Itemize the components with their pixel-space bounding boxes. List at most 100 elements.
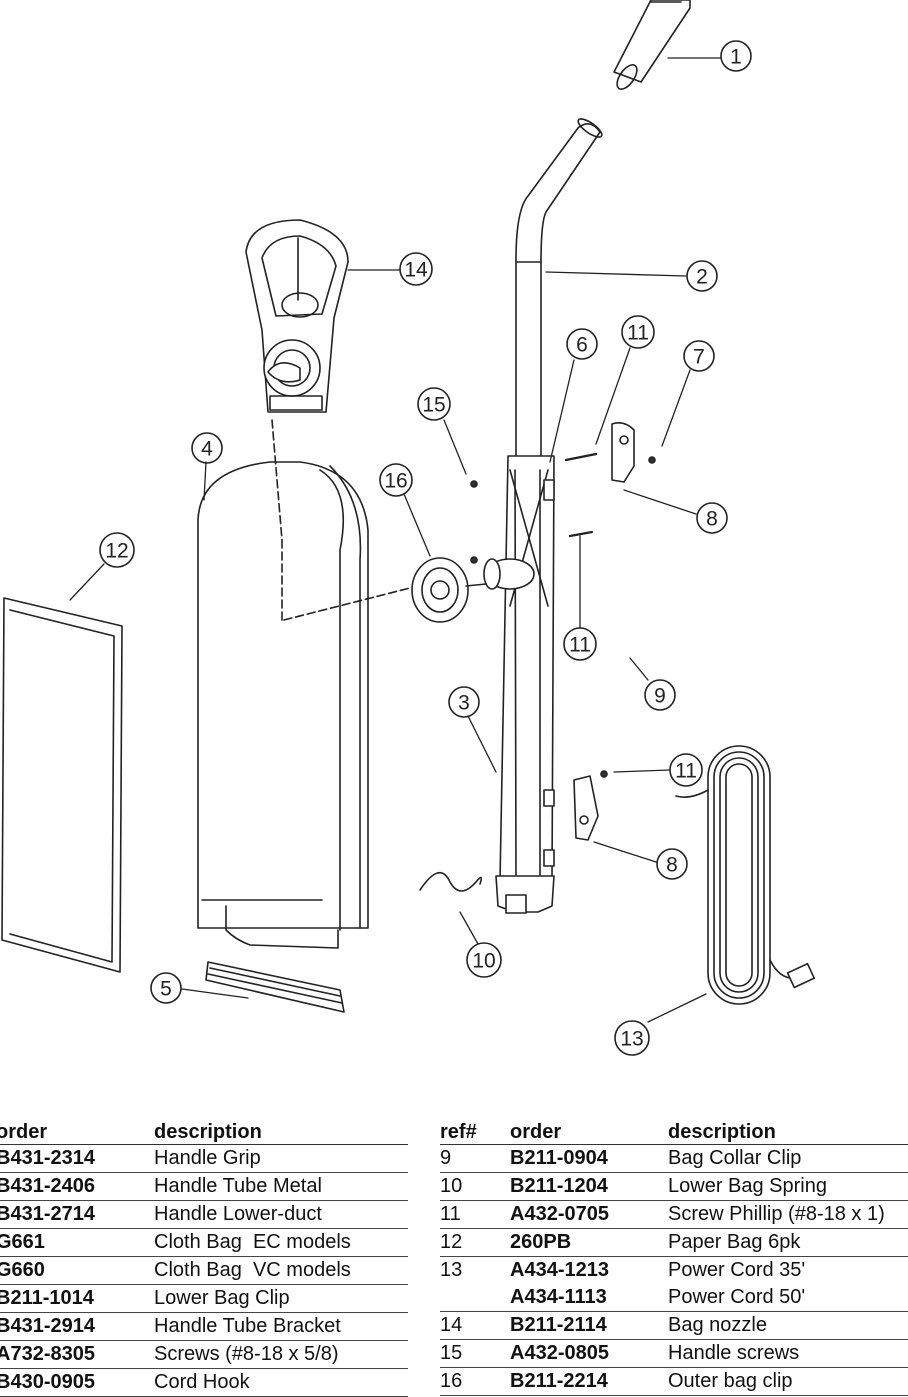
- callout-7: 7: [683, 340, 715, 372]
- callout-8b: 8: [656, 848, 688, 880]
- svg-text:1: 1: [730, 46, 742, 69]
- ref-cell: 10: [440, 1172, 510, 1201]
- part-bag-nozzle: [245, 219, 411, 621]
- ref-cell: 12: [440, 1228, 510, 1257]
- description-cell: Lower Bag Clip: [154, 1284, 408, 1313]
- description-cell: Handle Lower-duct: [154, 1200, 408, 1229]
- part-handle-grip: [613, 0, 691, 90]
- svg-text:14: 14: [404, 259, 428, 282]
- description-cell: Cloth Bag EC models: [154, 1228, 408, 1257]
- order-cell: B211-0904: [510, 1144, 668, 1173]
- order-cell: B211-1204: [510, 1172, 668, 1201]
- callout-11: 11: [621, 315, 655, 349]
- order-cell: A432-0805: [510, 1339, 668, 1368]
- column-header-description: description: [668, 1118, 908, 1145]
- callout-15: 15: [417, 387, 451, 421]
- part-outer-bag-clip: [411, 557, 487, 623]
- part-power-cord: [675, 745, 816, 1005]
- ref-cell: 16: [440, 1367, 510, 1396]
- ref-cell: 9: [440, 1144, 510, 1173]
- table-header-row: ref# order description: [440, 1118, 908, 1145]
- order-cell: B431-2714: [0, 1200, 154, 1229]
- callout-10: 10: [466, 942, 502, 978]
- callout-8: 8: [696, 502, 728, 534]
- callout-9: 9: [644, 679, 676, 711]
- callout-11c: 11: [669, 753, 703, 787]
- svg-text:8: 8: [706, 508, 718, 531]
- order-cell: B431-2314: [0, 1144, 154, 1173]
- column-header-order: order: [510, 1118, 668, 1145]
- order-cell: G661: [0, 1228, 154, 1257]
- leader-lines: [69, 57, 721, 1023]
- column-header-description: description: [154, 1118, 408, 1145]
- ref-cell: 11: [440, 1200, 510, 1229]
- order-cell: A434-1213: [510, 1259, 609, 1281]
- description-cell: Cord Hook: [154, 1368, 408, 1397]
- order-cell: A434-1113: [510, 1284, 668, 1312]
- description-cell: Cloth Bag VC models: [154, 1256, 408, 1285]
- description-cell: Handle screws: [668, 1339, 908, 1368]
- ref-cell: 14: [440, 1311, 510, 1340]
- part-cloth-bag: [197, 461, 369, 949]
- svg-text:15: 15: [422, 394, 445, 417]
- callout-2: 2: [686, 260, 718, 292]
- description-cell: Power Cord 50': [668, 1284, 908, 1312]
- exploded-parts-diagram: 1 2 3 4 5 6 7 8 8 9 10 11 11 11 12 13 14…: [1, 0, 816, 1056]
- callout-1: 1: [720, 40, 752, 72]
- part-lower-duct: [483, 455, 555, 914]
- svg-text:5: 5: [160, 978, 172, 1001]
- part-handle-tube: [515, 118, 603, 461]
- svg-text:13: 13: [620, 1028, 643, 1051]
- svg-text:11: 11: [675, 760, 697, 783]
- callout-4: 4: [191, 432, 223, 464]
- order-cell: B211-2114: [510, 1311, 668, 1340]
- ref-cell: 13: [440, 1259, 463, 1281]
- description-cell: Screw Phillip (#8-18 x 1): [668, 1200, 908, 1229]
- callouts: 1 2 3 4 5 6 7 8 8 9 10 11 11 11 12 13 14…: [99, 40, 752, 1056]
- table-row: 13 A434-1213 Power Cord 35': [440, 1257, 908, 1285]
- order-cell: B211-2214: [510, 1367, 668, 1396]
- callout-12: 12: [99, 532, 135, 568]
- part-lower-bag-clip: [205, 961, 345, 1013]
- ref-cell: [440, 1284, 510, 1312]
- description-cell: Power Cord 35': [668, 1259, 806, 1281]
- svg-text:12: 12: [105, 540, 128, 563]
- order-cell: B431-2914: [0, 1312, 154, 1341]
- callout-6: 6: [566, 328, 598, 360]
- part-paper-bag: [1, 597, 123, 973]
- svg-text:10: 10: [472, 950, 495, 973]
- svg-text:3: 3: [458, 692, 470, 715]
- svg-text:11: 11: [627, 322, 649, 345]
- description-cell: Bag Collar Clip: [668, 1144, 908, 1173]
- description-cell: Bag nozzle: [668, 1311, 908, 1340]
- description-cell: Lower Bag Spring: [668, 1172, 908, 1201]
- description-cell: Handle Tube Metal: [154, 1172, 408, 1201]
- svg-text:8: 8: [666, 854, 678, 877]
- description-cell: Paper Bag 6pk: [668, 1228, 908, 1257]
- svg-text:6: 6: [576, 334, 588, 357]
- svg-text:7: 7: [693, 346, 705, 369]
- callout-11b: 11: [563, 627, 597, 661]
- svg-text:4: 4: [201, 438, 213, 461]
- column-header-order: order: [0, 1118, 154, 1145]
- table-header-row: order description: [0, 1118, 408, 1145]
